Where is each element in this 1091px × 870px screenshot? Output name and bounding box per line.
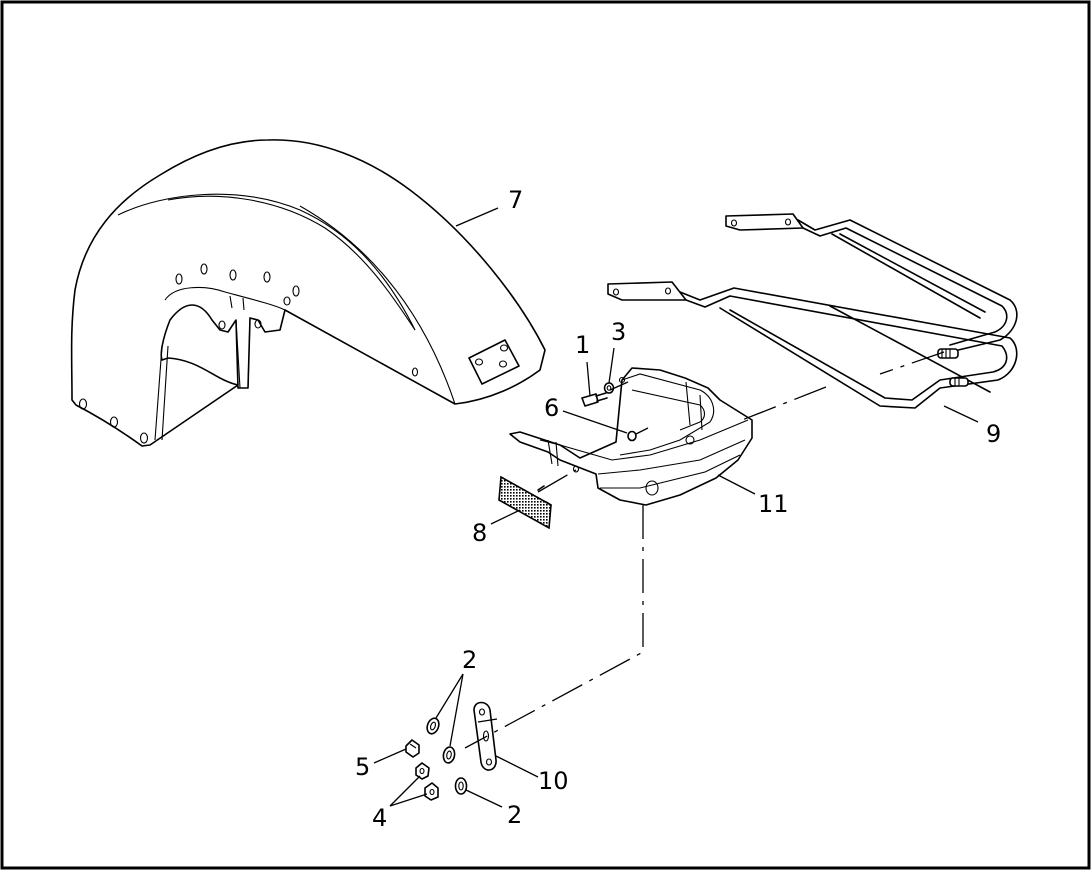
acorn-nut: [405, 739, 420, 758]
locknut-lower: [424, 782, 439, 801]
rear-fender: [70, 139, 546, 447]
reflector: [498, 475, 552, 530]
callout-leaders: [373, 207, 979, 808]
washer-lower: [454, 777, 468, 795]
luggage-rack: [607, 213, 1018, 409]
callout-3: 3: [611, 318, 626, 346]
callout-7: 7: [508, 186, 523, 214]
callout-9: 9: [986, 420, 1001, 448]
screw: [581, 392, 608, 407]
lockwasher: [603, 382, 615, 394]
callout-labels: 7 1 3 6 9 11 8 2 5 10 4 2: [355, 186, 1001, 832]
locknut-upper: [415, 762, 430, 780]
assembly-lines: [464, 351, 945, 749]
callout-2-lower: 2: [507, 801, 522, 829]
callout-10: 10: [538, 767, 569, 795]
callout-11: 11: [758, 490, 789, 518]
callout-1: 1: [575, 331, 590, 359]
insert-hole: [627, 430, 637, 442]
washer-upper: [426, 717, 440, 735]
callout-8: 8: [472, 519, 487, 547]
callout-6: 6: [544, 394, 559, 422]
callout-5: 5: [355, 753, 370, 781]
callout-2-upper: 2: [462, 646, 477, 674]
washer-middle: [442, 746, 456, 764]
callout-4: 4: [372, 804, 387, 832]
